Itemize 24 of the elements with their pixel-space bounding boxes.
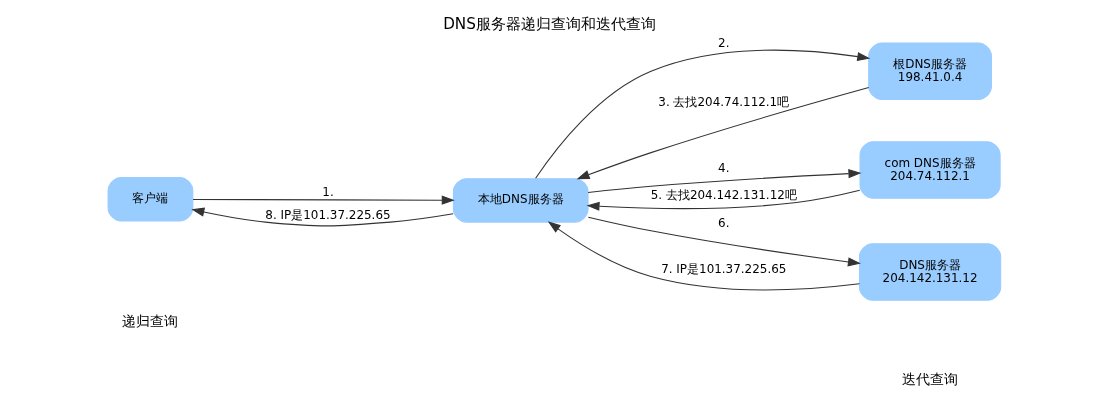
arrow bbox=[547, 221, 860, 291]
arrow bbox=[587, 169, 861, 194]
edge-label: 5. 去找204.142.131.12吧 bbox=[650, 188, 797, 203]
node-box: 客户端 bbox=[107, 177, 193, 222]
edge-label: 1. bbox=[321, 184, 334, 199]
arrow bbox=[192, 195, 455, 205]
node-box: 本地DNS服务器 bbox=[452, 178, 589, 223]
arrow bbox=[576, 87, 869, 180]
edge-label: 7. IP是101.37.225.65 bbox=[660, 261, 786, 276]
edge-label: 8. IP是101.37.225.65 bbox=[264, 207, 391, 222]
label: 迭代查询 bbox=[901, 371, 958, 388]
label: 递归查询 bbox=[121, 312, 178, 329]
diagram-title: DNS服务器递归查询和迭代查询 bbox=[442, 15, 656, 34]
edge-label: 6. bbox=[717, 216, 729, 231]
edge-label: 4. bbox=[717, 160, 729, 175]
node-box: DNS服务器 204.142.131.12 bbox=[858, 243, 1001, 301]
arrow bbox=[587, 216, 861, 267]
edge-label: 2. bbox=[717, 36, 729, 51]
edge-label: 3. 去找204.74.112.1吧 bbox=[657, 94, 789, 109]
arrow bbox=[534, 49, 870, 179]
node-box: com DNS服务器 204.74.112.1 bbox=[859, 141, 1001, 199]
arrow bbox=[586, 189, 860, 211]
node-box: 根DNS服务器 198.41.0.4 bbox=[867, 42, 992, 100]
arrow bbox=[190, 207, 454, 227]
